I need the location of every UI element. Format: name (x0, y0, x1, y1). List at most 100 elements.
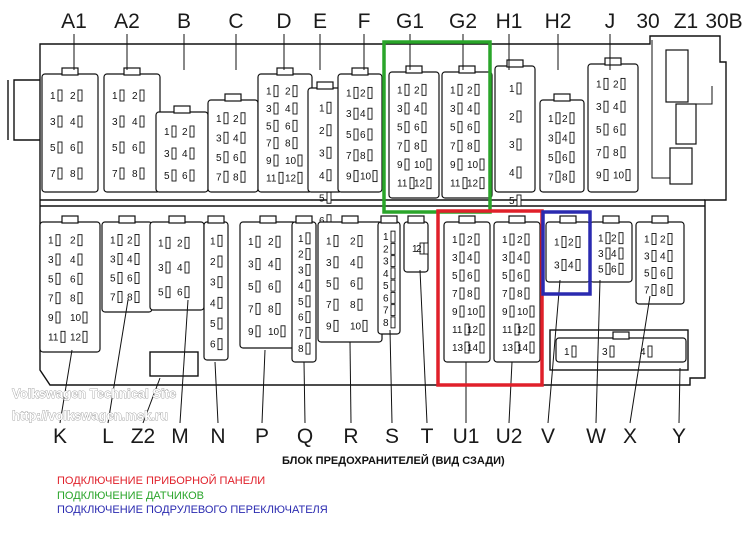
label-j: J (605, 10, 616, 33)
pin-slot (555, 112, 561, 125)
pin-slot (134, 272, 140, 284)
pin-j-8: 8 (613, 148, 619, 159)
pin-g1-6: 6 (414, 123, 420, 134)
pin-slot (357, 298, 363, 311)
pin-f-7: 7 (346, 151, 352, 162)
pin-slot (117, 272, 123, 284)
label-f: F (358, 10, 371, 33)
pin-a2-2: 2 (132, 91, 138, 102)
pin-slot (273, 85, 279, 98)
pin-slot (305, 279, 311, 292)
pin-slot (569, 170, 575, 183)
pin-a2-1: 1 (112, 91, 118, 102)
pin-w-4: 4 (611, 249, 617, 260)
pin-p-5: 5 (248, 282, 254, 293)
pin-slot (404, 83, 410, 96)
pin-k-9: 9 (48, 313, 54, 324)
pin-g1-12: 12 (414, 179, 426, 190)
pin-slot (275, 280, 281, 293)
pin-u1-6: 6 (467, 271, 473, 282)
pin-h2-3: 3 (548, 133, 554, 144)
pin-t-1: 1 (412, 244, 418, 255)
connector-latch (506, 59, 524, 68)
pin-slot (297, 154, 303, 167)
pin-slot (667, 267, 673, 279)
connector-latch (173, 105, 191, 114)
pin-slot (367, 128, 373, 141)
pin-slot (667, 284, 673, 296)
pin-slot (367, 149, 373, 162)
pin-slot (217, 234, 223, 247)
pin-slot (184, 236, 190, 249)
pin-a2-4: 4 (132, 117, 138, 128)
connector-latch (123, 67, 141, 76)
pin-c-1: 1 (216, 114, 222, 125)
pin-slot (139, 115, 145, 128)
pin-slot (474, 287, 480, 300)
pin-f-1: 1 (346, 88, 352, 99)
label-n: N (210, 425, 225, 448)
pin-slot (516, 82, 522, 95)
pin-slot (390, 316, 396, 329)
pin-slot (275, 302, 281, 315)
pin-p-3: 3 (248, 260, 254, 271)
pin-slot (305, 263, 311, 276)
pin-slot (474, 269, 480, 282)
pin-s-5: 5 (383, 281, 389, 292)
pin-h2-1: 1 (548, 114, 554, 125)
pin-u1-2: 2 (467, 235, 473, 246)
pin-g2-10: 10 (467, 160, 479, 171)
label-h2: H2 (545, 10, 572, 33)
pin-a1-8: 8 (70, 169, 76, 180)
pin-slot (292, 102, 298, 115)
pin-e-5: 5 (319, 193, 325, 204)
pin-slot (516, 138, 522, 151)
pin-slot (297, 171, 303, 184)
pin-slot (82, 330, 88, 343)
pin-slot (524, 287, 530, 300)
pin-d-5: 5 (266, 121, 272, 132)
pin-slot (516, 110, 522, 123)
pin-u2-9: 9 (502, 307, 508, 318)
pin-g1-3: 3 (397, 104, 403, 115)
pin-slot (57, 167, 63, 180)
pin-s-6: 6 (383, 293, 389, 304)
pin-f-3: 3 (346, 109, 352, 120)
connector-latch (602, 215, 620, 224)
pin-n-5: 5 (210, 319, 216, 330)
pin-slot (55, 311, 61, 324)
pin-slot (357, 277, 363, 290)
pin-slot (571, 345, 577, 358)
pin-h2-8: 8 (562, 172, 568, 183)
pin-g1-7: 7 (397, 141, 403, 152)
pin-slot (255, 280, 261, 293)
pin-slot (390, 304, 396, 317)
connector-latch (458, 65, 476, 74)
diagram-caption: БЛОК ПРЕДОХРАНИТЕЛЕЙ (ВИД СЗАДИ) (282, 455, 505, 467)
pin-c-8: 8 (233, 172, 239, 183)
pin-slot (357, 256, 363, 269)
pin-slot (275, 258, 281, 271)
pin-slot (77, 115, 83, 128)
pin-slot (240, 170, 246, 183)
pin-u1-5: 5 (452, 271, 458, 282)
pin-slot (273, 119, 279, 132)
pin-d-6: 6 (285, 121, 291, 132)
pin-a1-2: 2 (70, 91, 76, 102)
pin-slot (603, 100, 609, 113)
pin-slot (459, 269, 465, 282)
pin-slot (426, 177, 432, 190)
pin-q-8: 8 (298, 344, 304, 355)
relay-socket-30b (675, 103, 697, 145)
pin-slot (561, 259, 567, 271)
pin-u2-7: 7 (502, 289, 508, 300)
label-t: T (421, 425, 434, 448)
pin-slot (620, 123, 626, 136)
pin-slot (421, 121, 427, 134)
pin-h1-1: 1 (509, 84, 515, 95)
pin-h1-3: 3 (509, 140, 515, 151)
pin-slot (77, 167, 83, 180)
connector-latch (118, 215, 136, 224)
